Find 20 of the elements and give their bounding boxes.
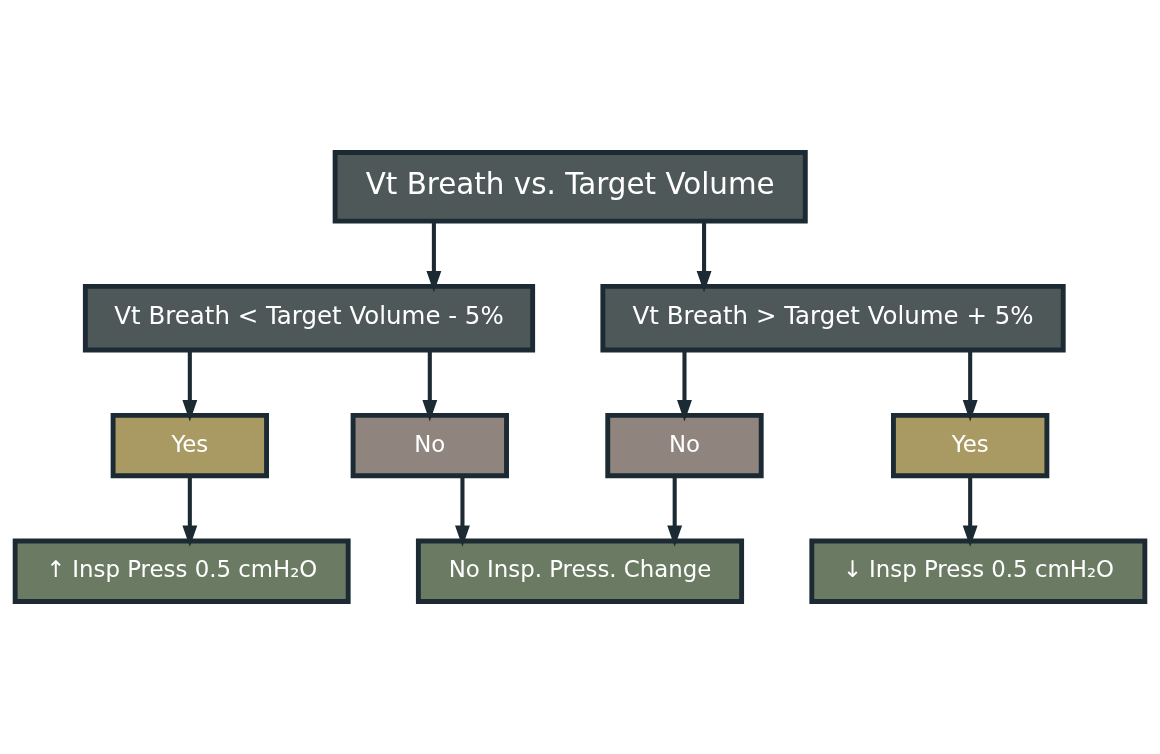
arrow <box>426 221 442 293</box>
node-box: No Insp. Press. Change <box>415 538 745 604</box>
arrow <box>422 350 438 422</box>
arrow <box>696 221 712 293</box>
node-box: Vt Breath vs. Target Volume <box>332 150 808 224</box>
arrow <box>962 476 978 547</box>
arrow <box>677 350 692 422</box>
arrow <box>455 476 470 547</box>
arrow <box>182 350 198 422</box>
node-box: Yes <box>110 412 269 479</box>
arrow <box>182 476 198 547</box>
node-box: No <box>350 412 509 479</box>
arrow <box>962 350 978 422</box>
node-box: Yes <box>891 412 1050 479</box>
arrow <box>667 476 683 547</box>
node-box: Vt Breath < Target Volume - 5% <box>82 283 536 353</box>
node-box: Vt Breath > Target Volume + 5% <box>600 283 1066 353</box>
node-box: ↓ Insp Press 0.5 cmH₂O <box>809 538 1148 604</box>
node-box: ↑ Insp Press 0.5 cmH₂O <box>12 538 351 604</box>
node-box: No <box>605 412 764 479</box>
